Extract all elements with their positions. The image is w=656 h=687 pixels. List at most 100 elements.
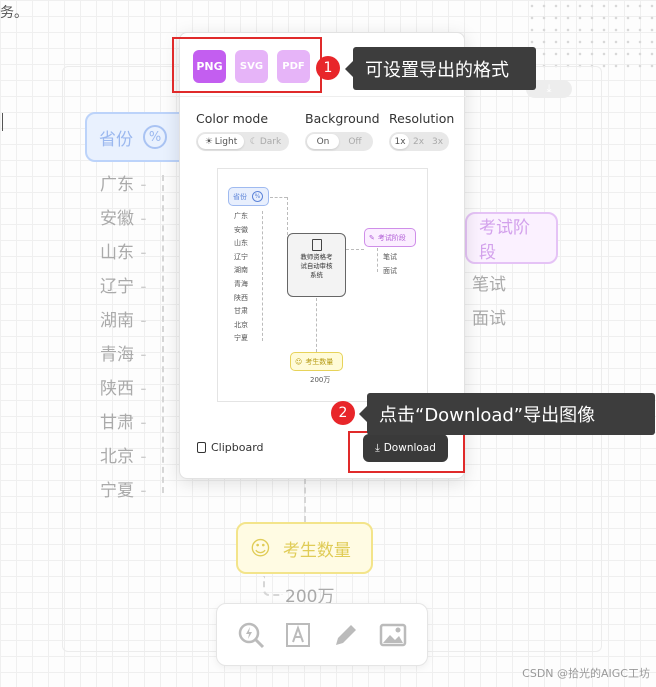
connector-line [316, 298, 317, 352]
mindmap-node-count[interactable]: ☺ 考生数量 [236, 522, 373, 574]
resolution-label: Resolution [389, 111, 455, 126]
list-item[interactable]: 宁夏 [100, 474, 148, 508]
node-label: 试自动审核 [300, 262, 333, 270]
background-on-option[interactable]: On [307, 134, 339, 149]
list-item[interactable]: 陕西 [100, 372, 148, 406]
node-label: 考生数量 [282, 540, 351, 561]
connector-line [162, 175, 164, 493]
resolution-3x-option[interactable]: 3x [431, 136, 444, 147]
pen-icon[interactable] [330, 619, 362, 651]
count-list: 200万 [285, 580, 334, 614]
divider [180, 96, 466, 97]
list-item[interactable]: 广东 [100, 168, 148, 202]
node-label: 教师资格考 [300, 253, 333, 261]
mindmap-node-stage[interactable]: 考试阶段 [465, 212, 558, 264]
image-icon[interactable] [377, 619, 409, 651]
list-item: 甘肃 [234, 307, 248, 316]
preview-node-province: 省份 % [228, 187, 269, 206]
download-button[interactable]: ⤓ Download [363, 434, 448, 462]
doc-text-fragment: 务。 [0, 5, 28, 21]
node-label: 系统 [310, 271, 323, 279]
preview-province-list: 广东 安徽 山东 辽宁 湖南 青海 陕西 甘肃 北京 宁夏 [234, 210, 248, 346]
text-box-icon[interactable] [282, 619, 314, 651]
format-png-button[interactable]: PNG [193, 50, 226, 83]
export-preview: 省份 % 广东 安徽 山东 辽宁 湖南 青海 陕西 甘肃 北京 宁夏 教师资格考… [217, 168, 428, 402]
percent-icon: % [252, 191, 263, 202]
node-label: 考试阶段 [377, 233, 406, 242]
list-item: 山东 [234, 239, 248, 248]
ai-zoom-icon[interactable] [235, 619, 267, 651]
node-label: 考试阶段 [479, 218, 530, 263]
node-label: 省份 [233, 192, 247, 201]
connector-line [346, 249, 364, 250]
resolution-2x-option[interactable]: 2x [412, 136, 425, 147]
preview-node-count: ☺ 考生数量 [290, 352, 343, 371]
canvas-download-icon[interactable]: ⤓ [526, 80, 572, 98]
list-item[interactable]: 甘肃 [100, 406, 148, 440]
sun-icon: ☀ [204, 136, 213, 147]
format-svg-button[interactable]: SVG [235, 50, 268, 83]
connector-line [270, 197, 287, 198]
dot-pattern [526, 0, 656, 70]
moon-icon: ☾ [249, 136, 258, 147]
background-off-option[interactable]: Off [348, 136, 362, 147]
list-item: 宁夏 [234, 334, 248, 343]
list-item[interactable]: 面试 [472, 309, 506, 329]
node-label: 省份 [99, 129, 133, 150]
list-item[interactable]: 湖南 [100, 304, 148, 338]
watermark: CSDN @拾光的AIGC工坊 [522, 667, 650, 680]
list-item: 辽宁 [234, 252, 248, 261]
list-item: 北京 [234, 320, 248, 329]
option-label: Dark [259, 136, 282, 147]
format-selector: PNG SVG PDF [193, 50, 310, 83]
preview-stage-list: 笔试 面试 [383, 251, 397, 278]
color-mode-label: Color mode [196, 111, 269, 126]
list-item[interactable]: 安徽 [100, 202, 148, 236]
clipboard-button[interactable]: Clipboard [197, 441, 264, 454]
resolution-toggle: 1x 2x 3x [389, 132, 449, 151]
list-item: 安徽 [234, 225, 248, 234]
people-icon: ☺ [295, 357, 303, 366]
text-cursor [2, 113, 3, 131]
step-badge-2: 2 [331, 401, 355, 425]
preview-node-stage: ✎ 考试阶段 [364, 228, 416, 247]
download-label: Download [383, 442, 436, 454]
step-badge-1: 1 [316, 56, 340, 80]
preview-count-list: 200万 [310, 374, 330, 388]
callout-step-1: 可设置导出的格式 [345, 47, 536, 90]
color-mode-toggle: ☀ Light ☾ Dark [196, 132, 289, 151]
format-pdf-button[interactable]: PDF [277, 50, 310, 83]
list-item: 广东 [234, 212, 248, 220]
list-item[interactable]: 北京 [100, 440, 148, 474]
list-item: 200万 [310, 376, 331, 384]
clipboard-label: Clipboard [211, 441, 264, 454]
list-item[interactable]: 山东 [100, 236, 148, 270]
background-label: Background [305, 111, 380, 126]
connector-line [262, 211, 263, 341]
edit-icon: ✎ [369, 233, 375, 242]
background-toggle: On Off [305, 132, 373, 151]
callout-step-2: 点击“Download”导出图像 [359, 393, 655, 435]
connector-line [304, 478, 306, 522]
province-list: 广东 安徽 山东 辽宁 湖南 青海 陕西 甘肃 北京 宁夏 [100, 168, 148, 508]
percent-icon: % [143, 125, 167, 149]
color-mode-light-option[interactable]: ☀ Light [198, 134, 244, 149]
connector-line [263, 576, 283, 596]
mindmap-node-province[interactable]: 省份 % [85, 112, 190, 162]
people-icon: ☺ [250, 536, 271, 560]
connector-line [287, 197, 288, 265]
highlight-box-formats [172, 37, 322, 93]
bottom-toolbar [216, 603, 428, 666]
list-item[interactable]: 辽宁 [100, 270, 148, 304]
list-item[interactable]: 200万 [285, 587, 335, 607]
node-label: 考生数量 [305, 357, 334, 366]
list-item: 湖南 [234, 266, 248, 275]
stage-list: 笔试 面试 [472, 268, 506, 336]
preview-center-node: 教师资格考 试自动审核 系统 [287, 233, 346, 297]
resolution-1x-option[interactable]: 1x [391, 134, 409, 149]
list-item[interactable]: 笔试 [472, 275, 506, 295]
color-mode-dark-option[interactable]: ☾ Dark [244, 134, 287, 149]
list-item[interactable]: 青海 [100, 338, 148, 372]
highlight-box-download [348, 431, 465, 473]
list-item: 笔试 [383, 253, 397, 261]
